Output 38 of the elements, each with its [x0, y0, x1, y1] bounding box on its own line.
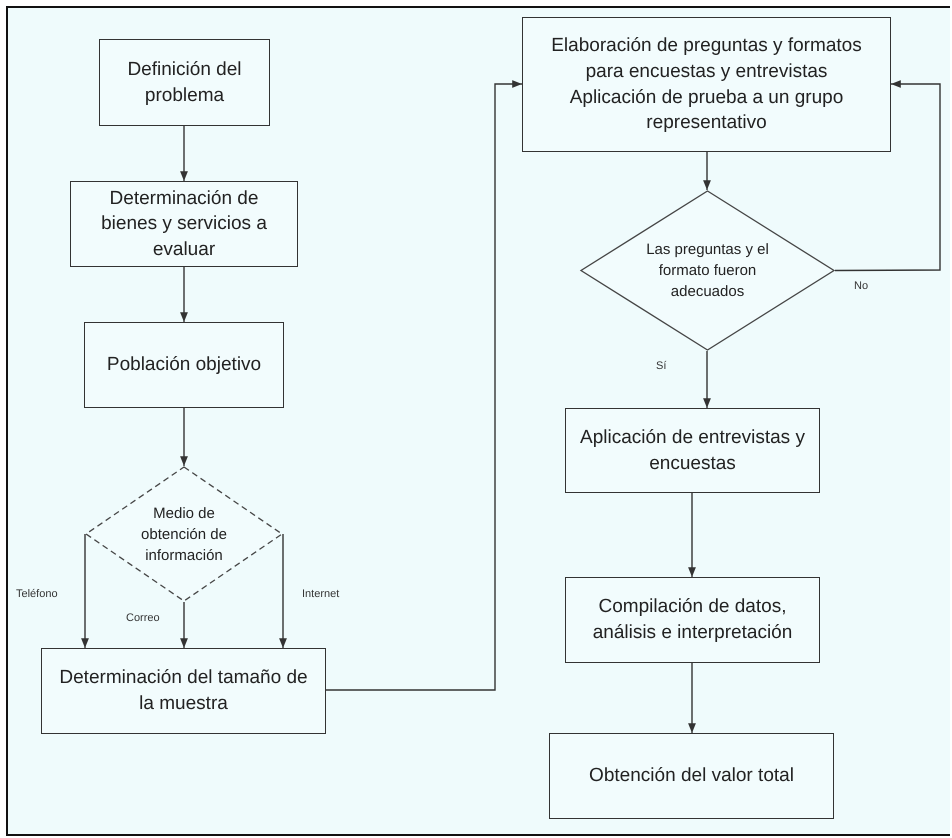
node-text: Elaboración de preguntas y formatos para encuestas y entrevistas — [550, 34, 863, 84]
node-text: Las preguntas y el formato fueron adecuados — [645, 240, 770, 302]
arrow — [703, 351, 711, 408]
process-box — [99, 39, 270, 126]
process-box — [565, 577, 820, 663]
arrow — [180, 602, 188, 648]
process-box — [565, 408, 820, 493]
process-box — [522, 17, 891, 152]
arrow — [81, 534, 89, 648]
arrow — [326, 80, 522, 691]
node-text: Determinación del tamaño de la muestra — [58, 666, 309, 716]
arrow — [835, 80, 941, 272]
decision-diamond — [580, 190, 835, 351]
edge-label: Internet — [300, 588, 342, 600]
node-text: Población objetivo — [106, 353, 262, 378]
node-text: Obtención del valor total — [589, 764, 794, 788]
arrow — [688, 493, 696, 577]
node-text: Definición del problema — [126, 58, 243, 108]
node-text: Determinación de bienes y servicios a evaluar — [100, 186, 268, 262]
edge-label: Teléfono — [14, 588, 60, 600]
arrow — [279, 534, 287, 648]
node-text: Medio de obtención de información — [140, 504, 228, 566]
arrow — [180, 267, 188, 322]
node-text: Compilación de datos, análisis e interpretación — [592, 595, 794, 645]
edge-label: Sí — [654, 360, 668, 372]
process-box — [84, 322, 284, 408]
arrow — [688, 663, 696, 733]
decision-diamond — [85, 466, 283, 602]
process-box — [41, 648, 326, 734]
process-box — [70, 181, 298, 267]
node-text: Aplicación de entrevistas y encuestas — [579, 426, 806, 476]
arrow — [180, 126, 188, 181]
process-box — [549, 733, 834, 819]
edge-label: Correo — [124, 612, 162, 624]
edge-label: No — [852, 280, 870, 292]
arrow — [180, 408, 188, 466]
node-text: Aplicación de prueba a un grupo representativo — [568, 86, 844, 136]
arrow — [703, 152, 711, 190]
